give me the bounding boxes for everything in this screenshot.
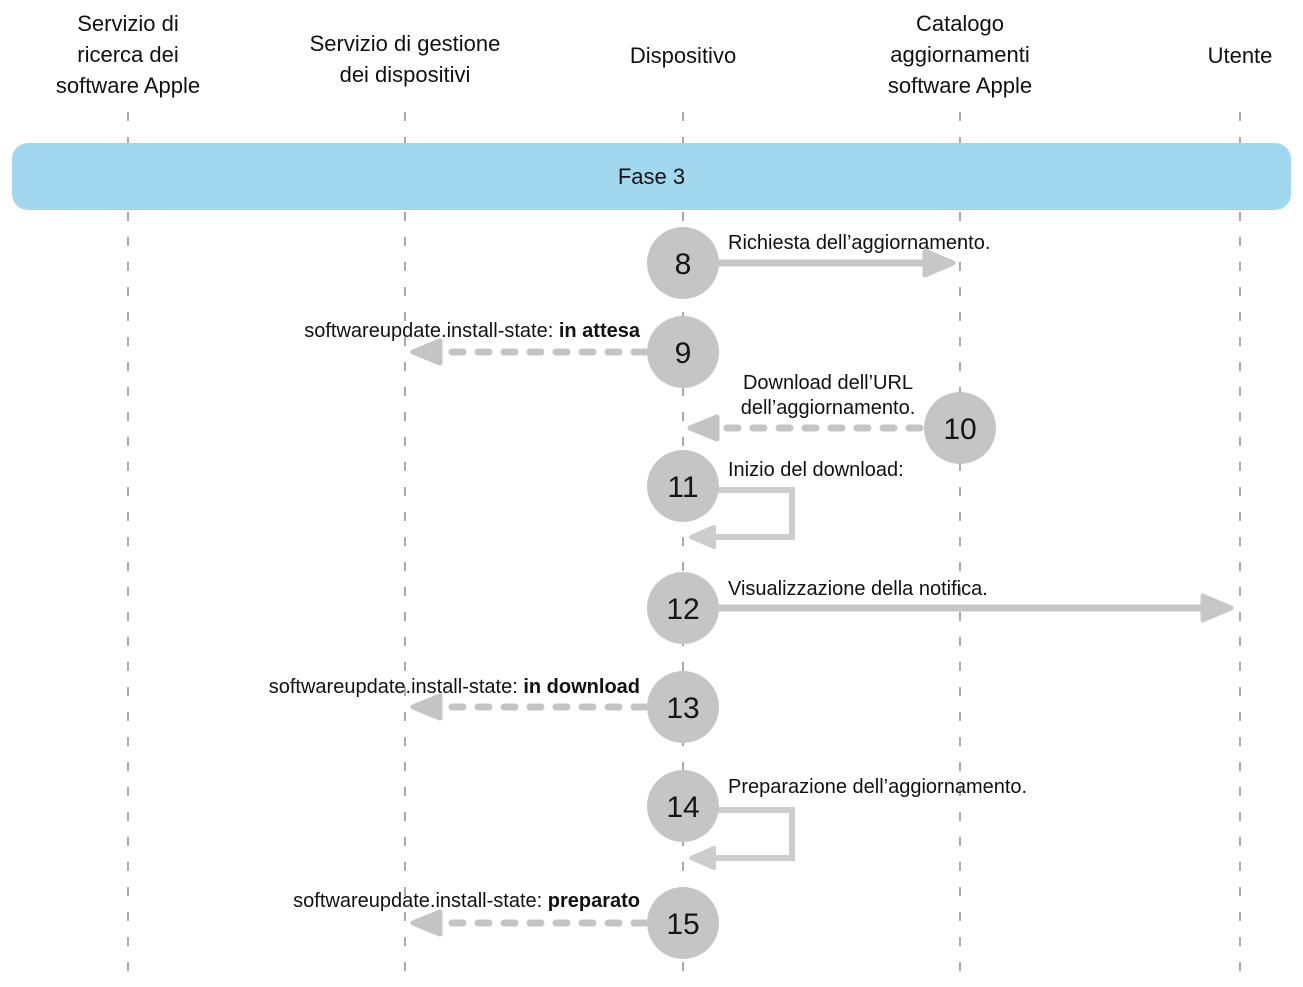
phase-banner: Fase 3 — [12, 143, 1291, 210]
step-12-label: Visualizzazione della notifica. — [728, 578, 988, 600]
actor-line: Utente — [1207, 43, 1273, 68]
step-11-arrowhead-icon — [689, 525, 716, 549]
actor-line: Servizio di gestione — [309, 31, 501, 56]
actor-title-dispositivo: Dispositivo — [573, 40, 793, 71]
phase-label: Fase 3 — [617, 163, 686, 189]
step-9-marker: 9 — [647, 316, 719, 388]
step-8-arrowhead-icon — [922, 248, 956, 278]
step-13-label: softwareupdate.install-state: in downloa… — [269, 675, 640, 700]
step-15-label: softwareupdate.install-state: preparato — [293, 889, 640, 914]
step-9-label: softwareupdate.install-state: in attesa — [304, 319, 640, 344]
step-14-label: Preparazione dell’aggiornamento. — [728, 776, 1028, 798]
actor-title-catalogo: Catalogo aggiornamenti software Apple — [850, 8, 1070, 101]
step-8-number: 8 — [675, 248, 692, 281]
step-15-arrowhead-icon — [410, 909, 443, 937]
step-12-arrowhead-icon — [1200, 593, 1234, 623]
step-8-label: Richiesta dell’aggiornamento. — [728, 232, 991, 254]
step-8-marker: 8 — [647, 227, 719, 299]
actor-line: Servizio di — [77, 11, 179, 36]
step-10-marker: 10 — [924, 392, 996, 464]
step-14-marker: 14 — [647, 770, 719, 842]
actor-title-utente: Utente — [1130, 40, 1303, 71]
step-14-number: 14 — [666, 791, 699, 824]
step-15-label-state: preparato — [547, 890, 640, 912]
step-10-label: Download dell’URL dell’aggiornamento. — [740, 372, 916, 419]
actor-line: Catalogo — [915, 11, 1005, 36]
step-15-label-prefix: softwareupdate.install-state: — [293, 890, 548, 912]
actor-line: Dispositivo — [629, 43, 737, 68]
step-13-label-state: in download — [523, 676, 640, 698]
step-14-self-loop — [710, 807, 795, 861]
actor-line: software Apple — [55, 73, 201, 98]
step-12-marker: 12 — [647, 572, 719, 644]
step-11-label: Inizio del download: — [728, 459, 904, 481]
step-12-number: 12 — [666, 593, 699, 626]
step-9-arrowhead-icon — [410, 338, 443, 366]
actor-line: software Apple — [887, 73, 1033, 98]
step-9-label-prefix: softwareupdate.install-state: — [304, 320, 559, 342]
step-15-number: 15 — [666, 908, 699, 941]
step-13-label-prefix: softwareupdate.install-state: — [268, 676, 524, 698]
step-11-number: 11 — [667, 471, 698, 504]
step-14-arrowhead-icon — [689, 846, 716, 870]
step-11-marker: 11 — [647, 450, 719, 522]
step-9-label-state: in attesa — [558, 320, 640, 342]
step-11-self-loop — [710, 487, 795, 540]
step-13-arrowhead-icon — [410, 693, 443, 721]
actor-line: dei dispositivi — [339, 62, 471, 87]
actor-title-servizio-ricerca: Servizio di ricerca dei software Apple — [18, 8, 238, 101]
step-10-number: 10 — [943, 413, 976, 446]
step-13-number: 13 — [666, 692, 699, 725]
actor-line: ricerca dei — [77, 42, 179, 67]
step-9-number: 9 — [675, 337, 692, 370]
actor-line: aggiornamenti — [890, 42, 1030, 67]
step-13-marker: 13 — [647, 671, 719, 743]
step-15-marker: 15 — [647, 887, 719, 959]
step-10-arrowhead-icon — [687, 414, 720, 442]
actor-title-servizio-gestione: Servizio di gestione dei dispositivi — [275, 28, 535, 90]
